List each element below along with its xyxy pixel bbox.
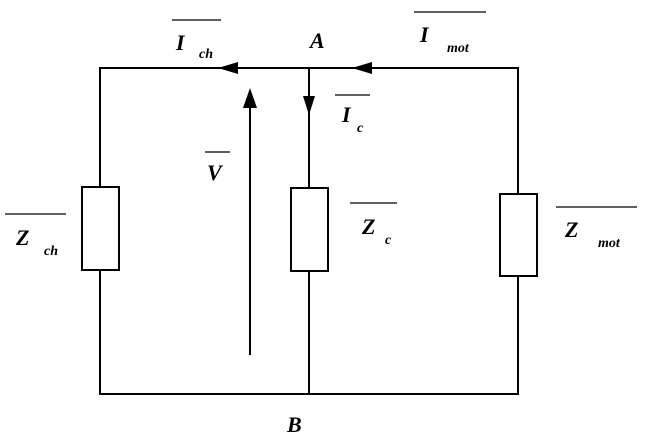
impedance-zc-subscript: c: [385, 233, 392, 248]
current-imot-subscript: mot: [447, 41, 470, 56]
impedance-zch-subscript: ch: [44, 244, 58, 259]
impedance-zch-label: Z ch: [5, 213, 66, 259]
impedance-zch-box: [81, 186, 120, 271]
current-ich-symbol: I: [175, 30, 186, 55]
impedance-zc-box: [290, 187, 329, 272]
impedance-zmot-subscript: mot: [598, 236, 621, 251]
current-ic-arrowhead: [303, 96, 315, 115]
current-ic-subscript: c: [357, 121, 364, 136]
voltage-symbol: V: [207, 160, 224, 185]
impedance-zmot-symbol: Z: [564, 217, 578, 242]
current-ich-subscript: ch: [199, 47, 213, 62]
current-imot-label: I mot: [414, 11, 486, 56]
impedance-zc-symbol: Z: [361, 214, 375, 239]
current-ic-symbol: I: [341, 102, 352, 127]
impedance-zmot-label: Z mot: [556, 206, 637, 251]
current-imot-arrowhead: [352, 62, 372, 74]
current-ic-label: I c: [335, 94, 370, 136]
current-ich-label: I ch: [172, 19, 221, 62]
impedance-zmot-box: [499, 193, 538, 277]
current-imot-symbol: I: [419, 22, 430, 47]
current-ich-arrowhead: [218, 62, 238, 74]
node-a-label: A: [308, 28, 325, 53]
voltage-arrowhead: [243, 88, 257, 108]
node-b-label: B: [286, 412, 302, 437]
circuit-wires: [99, 67, 519, 395]
voltage-label: V: [205, 151, 230, 185]
impedance-zch-symbol: Z: [15, 225, 29, 250]
impedance-zc-label: Z c: [350, 202, 397, 248]
